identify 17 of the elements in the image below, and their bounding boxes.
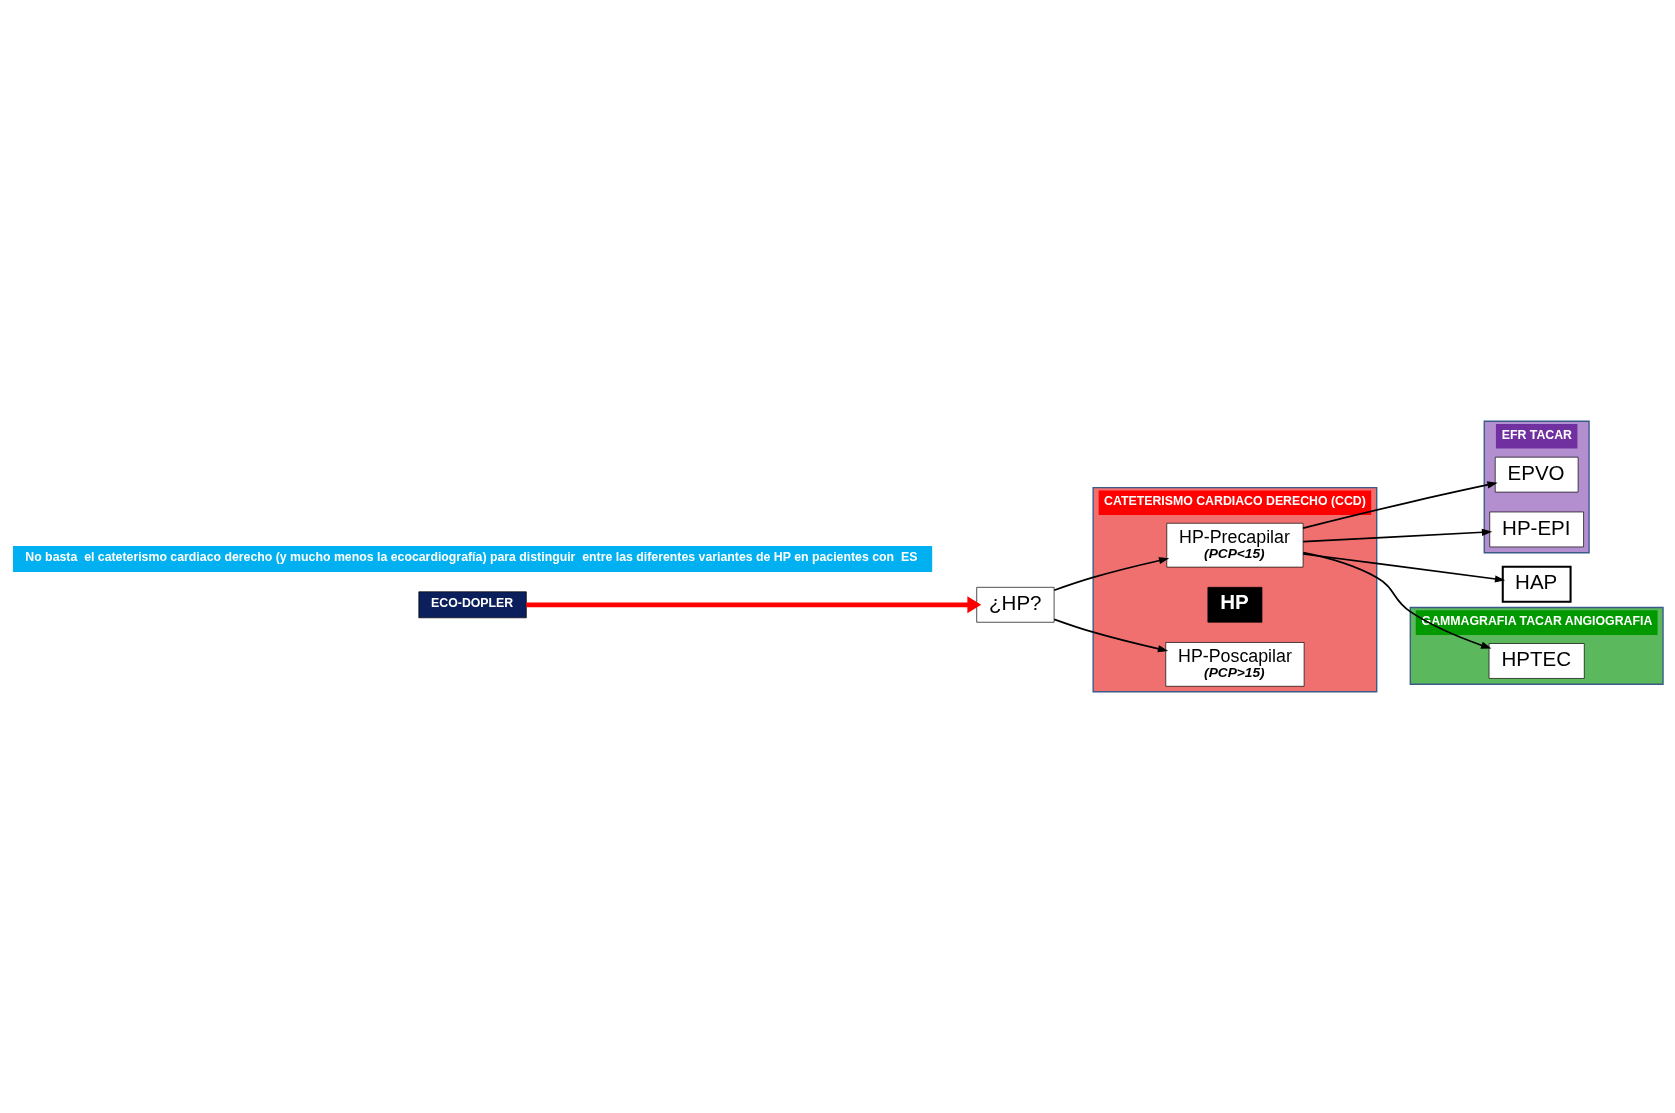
arrow <box>1301 553 1505 583</box>
arrow <box>1301 551 1491 649</box>
node-box: HP-Precapilar (PCP<15) <box>1165 522 1303 568</box>
arrow <box>525 596 981 614</box>
arrow <box>1052 618 1168 653</box>
node-box: HP-Poscapilar (PCP>15) <box>1164 642 1304 687</box>
arrow <box>1301 528 1492 543</box>
node-box: HP-EPI <box>1488 511 1584 548</box>
arrow <box>1052 557 1169 592</box>
node-box: HAP <box>1501 565 1572 603</box>
node-box: HPTEC <box>1488 643 1585 679</box>
arrow <box>1301 481 1498 529</box>
node-box: ¿HP? <box>975 587 1054 623</box>
node-box: HP <box>1207 587 1262 623</box>
node-box: ECO-DOPLER <box>417 591 527 619</box>
node-box: EPVO <box>1494 456 1578 493</box>
node-box: No basta el cateterismo cardiaco derecho (y mucho menos la ecocardiografía) para distinguir entre las diferentes variantes de HP en pacientes con ES <box>12 545 932 572</box>
